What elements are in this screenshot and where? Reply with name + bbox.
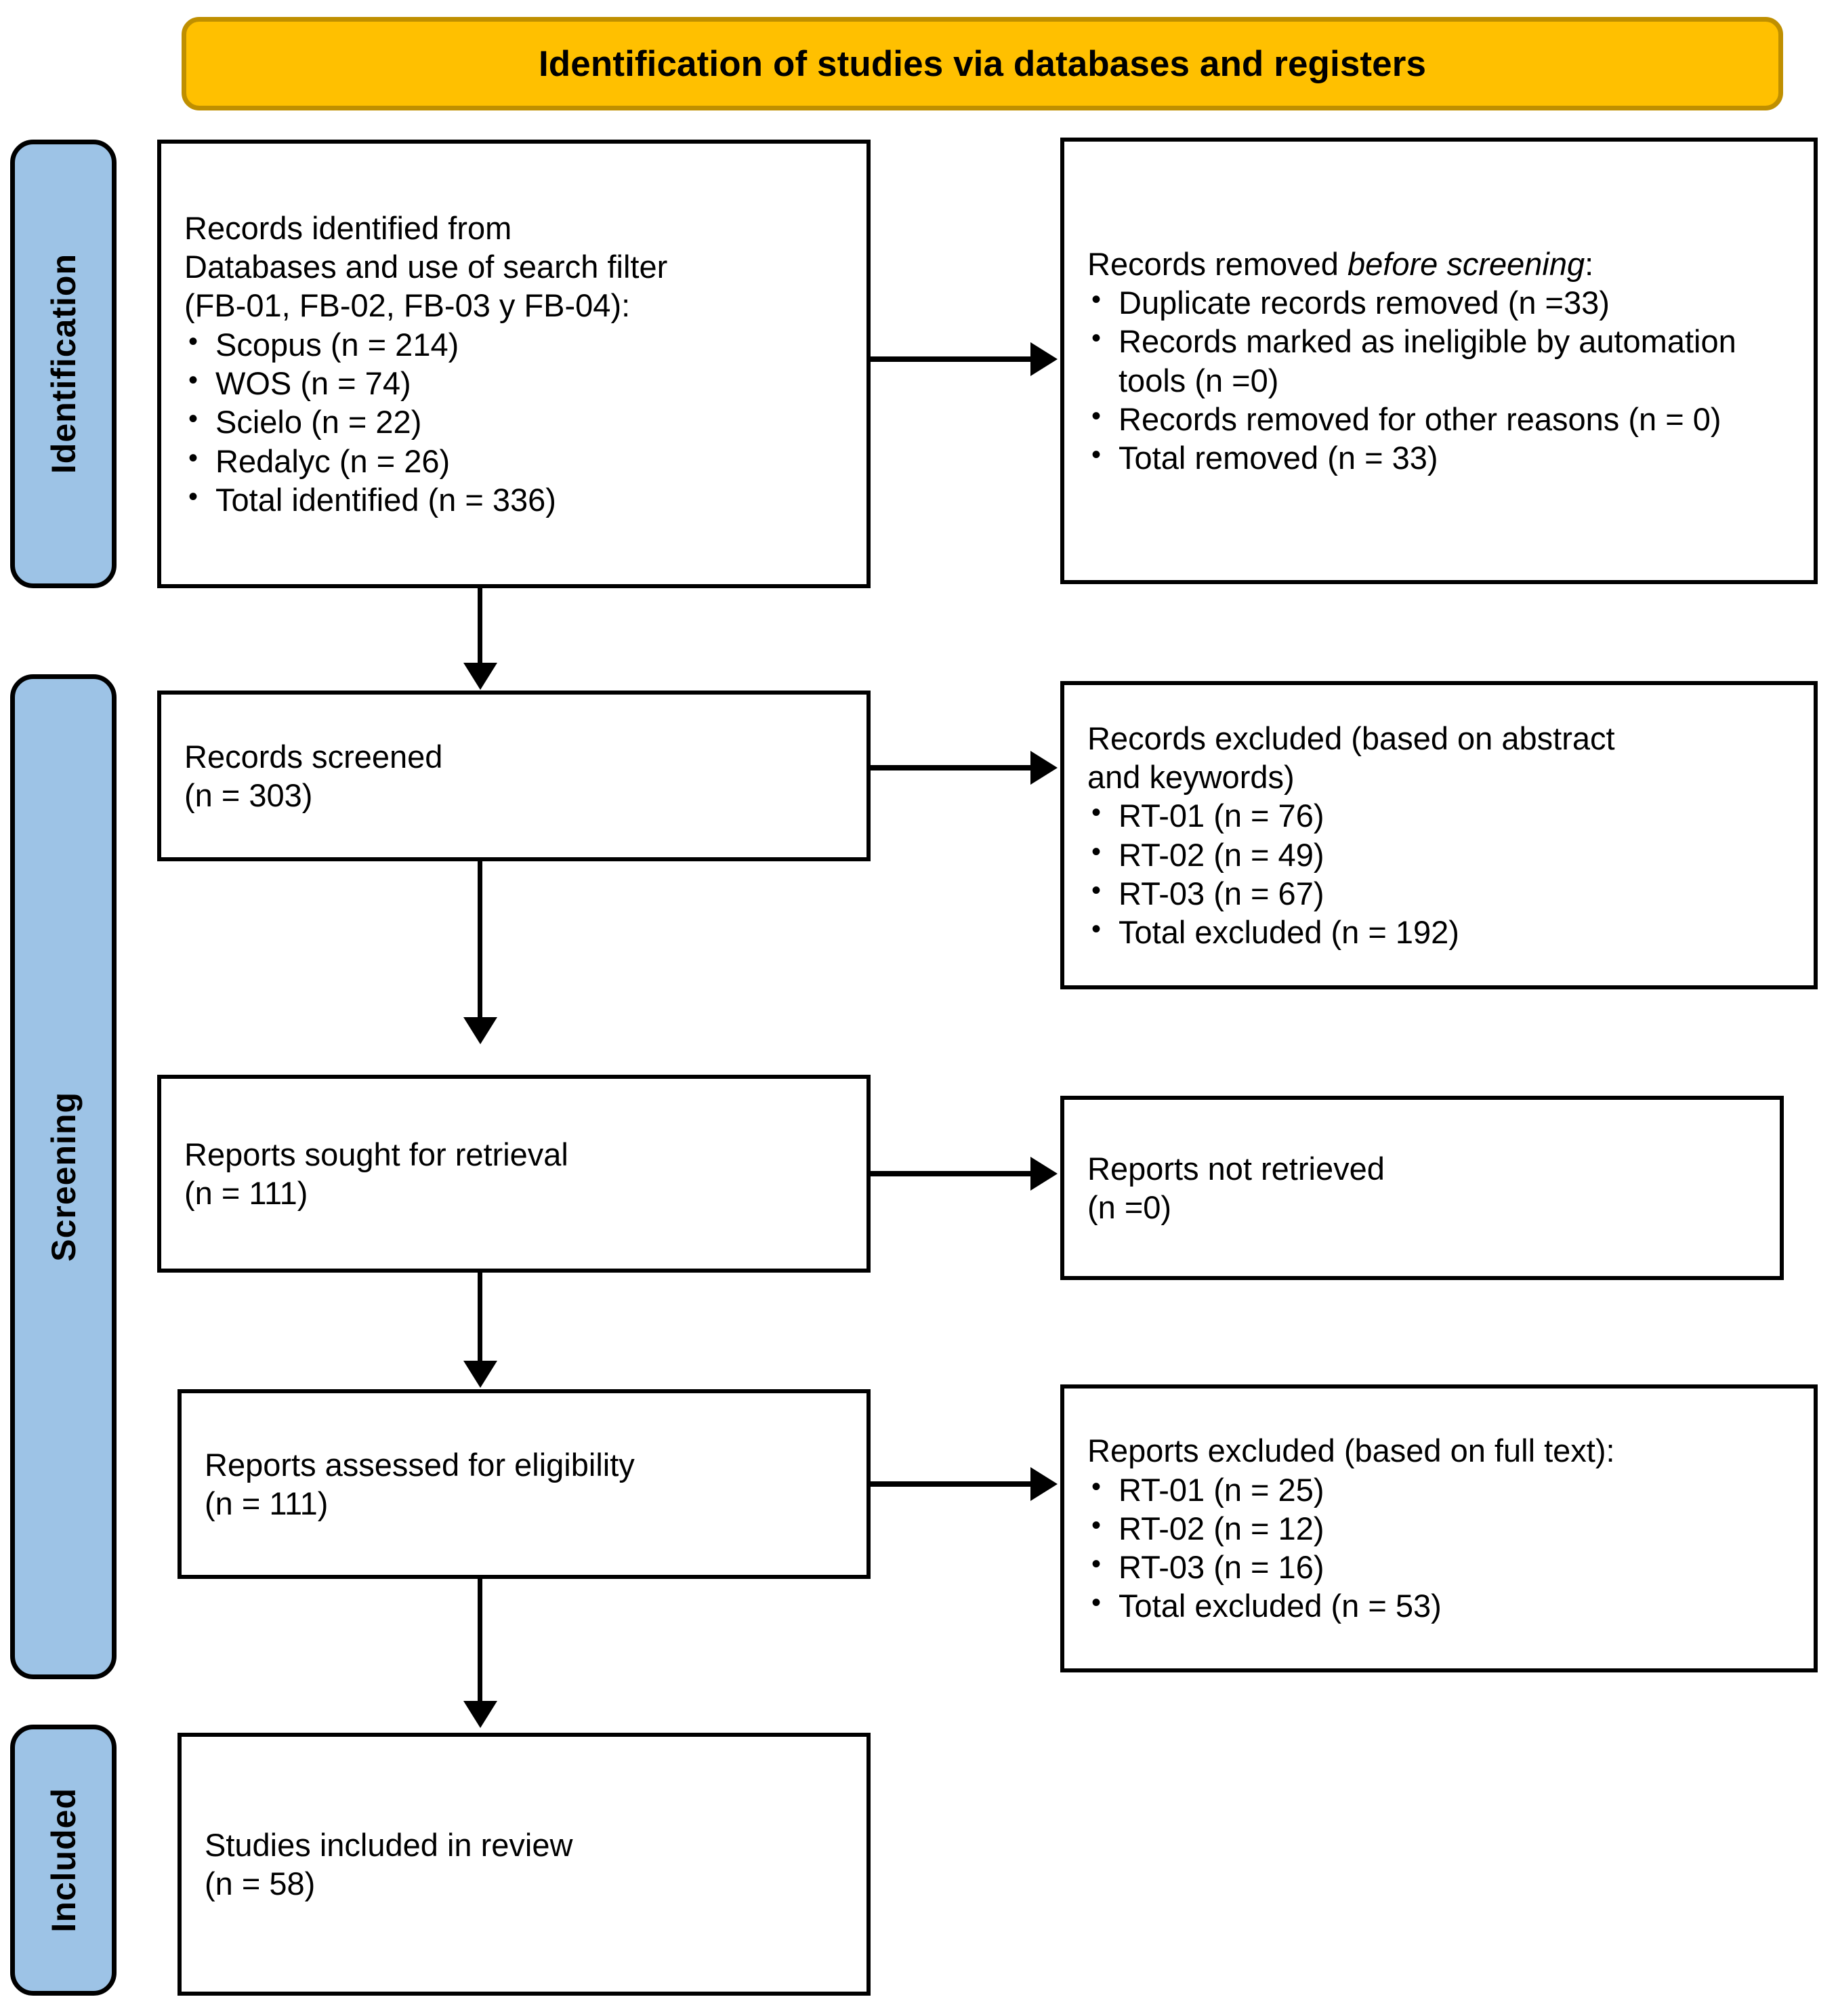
reports-assessed-line2: (n = 111) bbox=[205, 1485, 329, 1521]
list-item: RT-02 (n = 12) bbox=[1087, 1509, 1796, 1548]
list-item: WOS (n = 74) bbox=[184, 364, 849, 403]
arrowhead-screened-to-sought bbox=[463, 1017, 497, 1044]
stage-label-identification: Identification bbox=[10, 140, 117, 588]
reports-sought-line1: Reports sought for retrieval bbox=[184, 1136, 568, 1172]
connector-sought-to-not-retrieved bbox=[871, 1171, 1033, 1176]
connector-screened-to-excluded bbox=[871, 765, 1033, 770]
list-item: RT-01 (n = 76) bbox=[1087, 796, 1796, 835]
records-removed-heading: Records removed before screening: bbox=[1087, 245, 1594, 282]
records-identified-heading-line1: Records identified from bbox=[184, 209, 512, 246]
stage-label-screening: Screening bbox=[10, 674, 117, 1679]
box-reports-assessed: Reports assessed for eligibility (n = 11… bbox=[177, 1389, 871, 1579]
arrowhead-identified-to-screened bbox=[463, 663, 497, 690]
arrowhead-assessed-to-included bbox=[463, 1701, 497, 1728]
stage-label-screening-text: Screening bbox=[44, 1092, 83, 1262]
list-item: Duplicate records removed (n =33) bbox=[1087, 283, 1796, 322]
list-item: RT-03 (n = 16) bbox=[1087, 1548, 1796, 1586]
records-screened-line2: (n = 303) bbox=[184, 777, 313, 813]
list-item: RT-01 (n = 25) bbox=[1087, 1470, 1796, 1509]
box-records-identified: Records identified from Databases and us… bbox=[157, 140, 871, 588]
records-removed-heading-emphasis: before screening bbox=[1348, 245, 1585, 282]
records-identified-heading-line3: (FB-01, FB-02, FB-03 y FB-04): bbox=[184, 287, 631, 324]
reports-sought-line2: (n = 111) bbox=[184, 1175, 308, 1211]
list-item: Scopus (n = 214) bbox=[184, 325, 849, 364]
arrowhead-sought-to-not-retrieved bbox=[1030, 1157, 1058, 1191]
list-item: RT-02 (n = 49) bbox=[1087, 836, 1796, 874]
records-excluded-heading-line2: and keywords) bbox=[1087, 758, 1295, 795]
box-reports-excluded: Reports excluded (based on full text): R… bbox=[1060, 1384, 1818, 1672]
stage-label-included: Included bbox=[10, 1725, 117, 1996]
diagram-title: Identification of studies via databases … bbox=[538, 43, 1427, 84]
records-identified-list: Scopus (n = 214) WOS (n = 74) Scielo (n … bbox=[184, 325, 849, 520]
list-item: Total excluded (n = 192) bbox=[1087, 913, 1796, 951]
records-excluded-list: RT-01 (n = 76) RT-02 (n = 49) RT-03 (n =… bbox=[1087, 796, 1796, 951]
list-item: Total excluded (n = 53) bbox=[1087, 1586, 1796, 1625]
list-item: Total identified (n = 336) bbox=[184, 480, 849, 519]
reports-assessed-line1: Reports assessed for eligibility bbox=[205, 1446, 635, 1483]
list-item: RT-03 (n = 67) bbox=[1087, 874, 1796, 913]
list-item: Total removed (n = 33) bbox=[1087, 438, 1796, 477]
diagram-header-banner: Identification of studies via databases … bbox=[182, 17, 1783, 110]
reports-excluded-list: RT-01 (n = 25) RT-02 (n = 12) RT-03 (n =… bbox=[1087, 1470, 1796, 1626]
studies-included-line2: (n = 58) bbox=[205, 1866, 316, 1901]
records-removed-list: Duplicate records removed (n =33) Record… bbox=[1087, 283, 1796, 478]
reports-not-retrieved-line1: Reports not retrieved bbox=[1087, 1150, 1385, 1187]
connector-assessed-to-included bbox=[478, 1579, 482, 1704]
studies-included-line1: Studies included in review bbox=[205, 1826, 573, 1863]
arrowhead-sought-to-assessed bbox=[463, 1361, 497, 1388]
list-item: Records marked as ineligible by automati… bbox=[1087, 322, 1796, 400]
connector-screened-to-sought bbox=[478, 861, 482, 1021]
arrowhead-identified-to-removed bbox=[1030, 342, 1058, 376]
connector-sought-to-assessed bbox=[478, 1273, 482, 1364]
records-identified-heading-line2: Databases and use of search filter bbox=[184, 249, 668, 285]
list-item: Redalyc (n = 26) bbox=[184, 442, 849, 480]
records-excluded-heading-line1: Records excluded (based on abstract bbox=[1087, 720, 1615, 756]
connector-assessed-to-excluded bbox=[871, 1481, 1033, 1487]
stage-label-identification-text: Identification bbox=[44, 253, 83, 474]
box-reports-sought: Reports sought for retrieval (n = 111) bbox=[157, 1075, 871, 1273]
reports-not-retrieved-line2: (n =0) bbox=[1087, 1189, 1172, 1225]
arrowhead-assessed-to-excluded bbox=[1030, 1467, 1058, 1501]
reports-excluded-heading: Reports excluded (based on full text): bbox=[1087, 1433, 1615, 1469]
box-reports-not-retrieved: Reports not retrieved (n =0) bbox=[1060, 1096, 1784, 1280]
box-studies-included: Studies included in review (n = 58) bbox=[177, 1733, 871, 1996]
stage-label-included-text: Included bbox=[44, 1788, 83, 1933]
connector-identified-to-screened bbox=[478, 588, 482, 666]
list-item: Scielo (n = 22) bbox=[184, 403, 849, 441]
connector-identified-to-removed bbox=[871, 356, 1033, 362]
box-records-removed-before-screening: Records removed before screening: Duplic… bbox=[1060, 138, 1818, 584]
arrowhead-screened-to-excluded bbox=[1030, 751, 1058, 785]
box-records-excluded: Records excluded (based on abstract and … bbox=[1060, 681, 1818, 989]
list-item: Records removed for other reasons (n = 0… bbox=[1087, 400, 1796, 438]
box-records-screened: Records screened (n = 303) bbox=[157, 691, 871, 861]
records-screened-line1: Records screened bbox=[184, 738, 443, 775]
